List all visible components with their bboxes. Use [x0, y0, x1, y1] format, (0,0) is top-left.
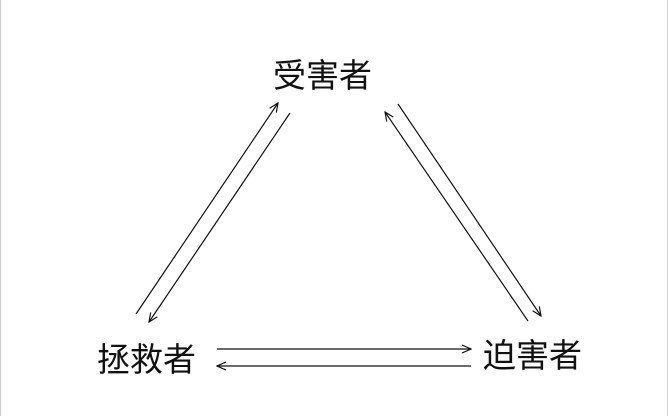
arrow-rescuer-to-victim — [135, 103, 278, 315]
node-persecutor-label: 迫害者 — [483, 336, 582, 375]
arrow-persecutor-to-victim — [385, 112, 529, 322]
arrow-victim-to-persecutor — [397, 103, 541, 316]
arrow-victim-to-rescuer — [149, 112, 291, 322]
node-victim-label: 受害者 — [273, 56, 372, 95]
node-rescuer-label: 拯救者 — [97, 340, 196, 379]
